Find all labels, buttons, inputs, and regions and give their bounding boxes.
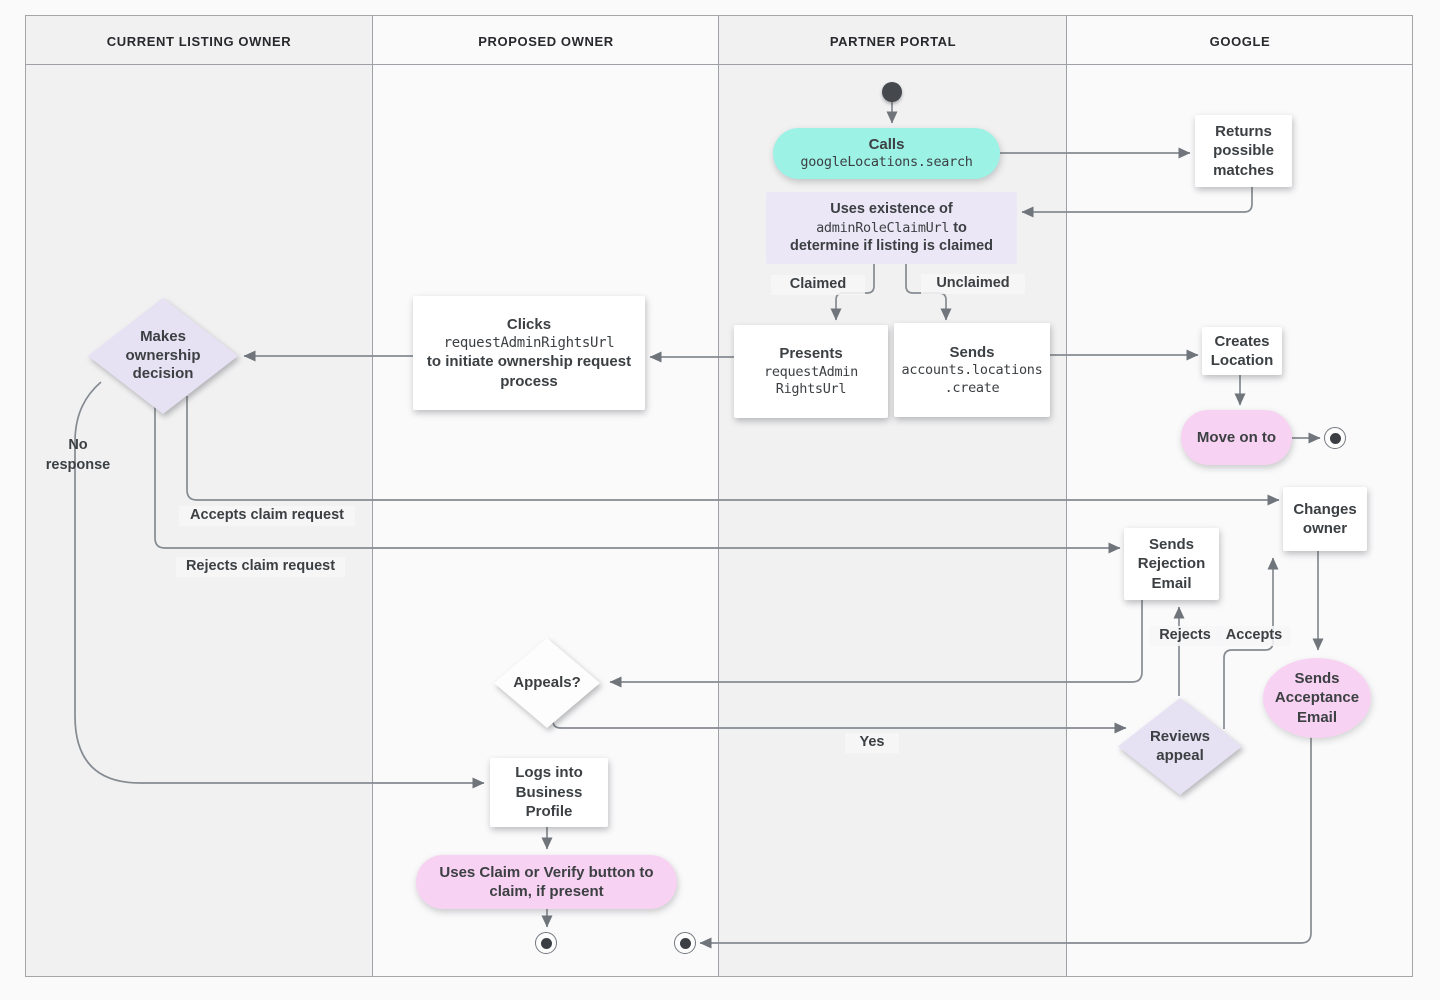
decision-label: Reviews appeal [1149,727,1211,764]
edge-label-unclaimed: Unclaimed [921,274,1025,294]
node-title: Sends [949,343,995,361]
decision-appeals[interactable]: Appeals? [494,638,600,728]
edge-label-accepts-claim-request: Accepts claim request [179,506,355,526]
node-calls-googlelocations-search[interactable]: Calls googleLocations.search [773,128,1000,179]
end-node-claim-flow[interactable] [535,932,557,954]
lane-header-google: GOOGLE [1209,34,1271,49]
header-divider [25,64,1413,65]
end-node-dot [1329,432,1341,444]
end-node-dot [540,937,552,949]
node-line3: determine if listing is claimed [789,238,994,255]
node-sends-acceptance-email[interactable]: Sends Acceptance Email [1263,658,1371,738]
edge-label-yes: Yes [845,733,899,753]
node-label: Changes owner [1293,500,1357,538]
lane-proposed-owner [373,15,719,977]
start-node[interactable] [882,82,902,102]
node-label: Sends Rejection Email [1137,535,1206,592]
end-node-acceptance-flow[interactable] [674,932,696,954]
lane-header-proposed-owner: PROPOSED OWNER [478,34,614,49]
node-move-on-to[interactable]: Move on to [1181,410,1292,465]
edge-label-rejects: Rejects [1149,626,1221,646]
node-line2-suffix: to [949,219,967,236]
node-returns-possible-matches[interactable]: Returns possible matches [1195,115,1292,187]
node-title: Calls [868,135,905,153]
node-sends-rejection-email[interactable]: Sends Rejection Email [1124,528,1219,600]
node-line2: adminRoleClaimUrl to [816,219,967,238]
node-logs-into-business-profile[interactable]: Logs into Business Profile [490,758,608,827]
lane-header-partner-portal: PARTNER PORTAL [829,34,957,49]
node-code-line1: requestAdmin [764,363,858,380]
lane-current-listing-owner [25,15,373,977]
node-code: googleLocations.search [800,154,973,171]
node-sends-accounts-locations-create[interactable]: Sends accounts.locations .create [894,323,1050,417]
node-label: Logs into Business Profile [515,764,583,821]
node-label: Sends Acceptance Email [1274,669,1360,726]
decision-label: Appeals? [513,673,581,691]
node-title: Presents [779,345,843,363]
node-clicks-requestadminrightsurl[interactable]: Clicks requestAdminRightsUrl to initiate… [413,296,645,410]
node-creates-location[interactable]: Creates Location [1202,327,1282,375]
node-presents-requestadminrightsurl[interactable]: Presents requestAdmin RightsUrl [734,325,888,418]
node-code-line2: .create [944,379,1000,396]
edge-label-rejects-claim-request: Rejects claim request [176,557,345,577]
node-title: Clicks [506,315,552,333]
edge-label-claimed: Claimed [771,275,865,295]
edge-label-no-response: No response [45,437,111,473]
node-code-line2: RightsUrl [775,381,847,398]
node-rest: to initiate ownership request process [426,353,632,390]
node-label: Uses Claim or Verify button to claim, if… [439,863,654,901]
lane-header-current-listing-owner: CURRENT LISTING OWNER [106,34,292,49]
node-changes-owner[interactable]: Changes owner [1283,487,1367,551]
decision-label: Makes ownership decision [125,327,201,383]
node-code: requestAdminRightsUrl [443,335,615,352]
node-line1: Uses existence of [830,200,953,217]
decision-makes-ownership-decision[interactable]: Makes ownership decision [88,298,238,414]
end-node-create-flow[interactable] [1324,427,1346,449]
edge-label-accepts: Accepts [1217,626,1291,646]
node-code-line1: accounts.locations [901,362,1043,379]
node-uses-claim-or-verify-button[interactable]: Uses Claim or Verify button to claim, if… [416,855,677,909]
decision-reviews-appeal[interactable]: Reviews appeal [1118,698,1242,795]
node-code: adminRoleClaimUrl [816,219,950,236]
node-uses-existence-adminroleclaimurl[interactable]: Uses existence of adminRoleClaimUrl to d… [766,192,1017,264]
end-node-dot [679,937,691,949]
node-label: Move on to [1196,428,1277,446]
node-label: Returns possible matches [1213,122,1274,179]
node-label: Creates Location [1210,332,1274,370]
